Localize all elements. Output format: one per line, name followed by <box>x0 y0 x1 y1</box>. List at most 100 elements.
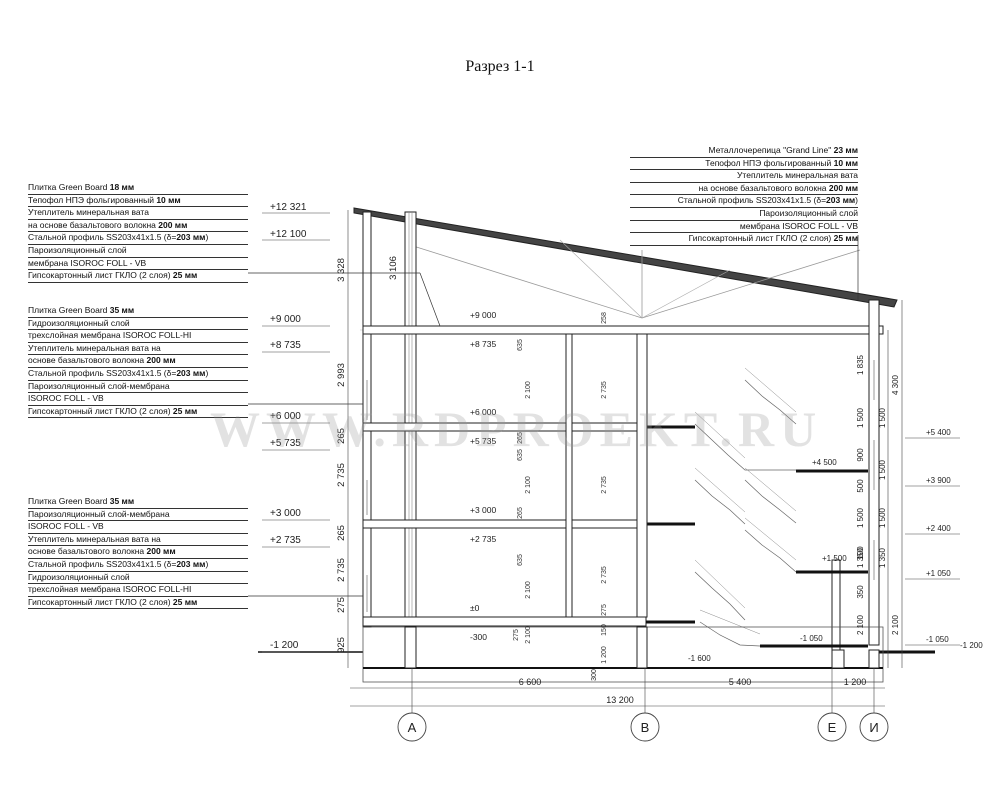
dim-label: 1 500 <box>856 507 865 528</box>
layer-thickness: 18 мм <box>107 182 135 192</box>
layer-row: Утеплитель минеральная вата <box>28 207 248 220</box>
layer-text: Утеплитель минеральная вата <box>28 207 149 218</box>
layer-row: Плитка Green Board 35 мм <box>28 305 248 318</box>
layer-row: Пароизоляционный слой-мембрана <box>28 509 248 522</box>
layer-row: на основе базальтового волокна 200 мм <box>630 183 858 196</box>
layer-suffix: ) <box>855 195 858 206</box>
dim-label: 635 <box>517 339 524 351</box>
level-mark: +3 000 <box>270 508 301 519</box>
layer-text: ISOROC FOLL - VB <box>28 521 104 532</box>
level-mark: +3 900 <box>926 476 951 485</box>
level-mark: +8 735 <box>470 339 497 349</box>
foundation <box>362 626 884 683</box>
dim-total: 13 200 <box>606 695 634 705</box>
layer-row: Гидроизоляционный слой <box>28 318 248 331</box>
layer-row: Гипсокартонный лист ГКЛО (2 слоя) 25 мм <box>28 406 248 419</box>
watermark: WWW.RDPROEKT.RU <box>210 401 823 457</box>
layer-text: Пароизоляционный слой <box>759 207 858 218</box>
layer-text: Гипсокартонный лист ГКЛО (2 слоя) <box>28 596 171 607</box>
layer-row: трехслойная мембрана ISOROC FOLL-HI <box>28 584 248 597</box>
level-mark: ±0 <box>470 603 480 613</box>
layer-text: Металлочерепица "Grand Line" <box>708 145 832 155</box>
drawing-title: Разрез 1-1 <box>465 58 535 75</box>
dim-label: 5 400 <box>729 677 752 687</box>
layer-text: Пароизоляционный слой <box>28 244 127 255</box>
level-mark: +12 321 <box>270 202 307 213</box>
dim-label: 150 <box>601 624 608 636</box>
dim-label: 3 106 <box>388 256 399 280</box>
layer-text: Пароизоляционный слой-мембрана <box>28 508 170 519</box>
layer-row: ISOROC FOLL - VB <box>28 521 248 534</box>
layer-text: Пароизоляционный слой-мембрана <box>28 380 170 391</box>
dim-label: 2 100 <box>891 614 900 635</box>
dim-label: 265 <box>517 507 524 519</box>
layer-text: мембрана ISOROC FOLL - VB <box>739 220 858 231</box>
dim-label: 2 100 <box>525 476 532 494</box>
layer-suffix: ) <box>205 558 209 569</box>
dim-label: 265 <box>517 432 524 444</box>
axis-label: А <box>408 720 417 735</box>
dim-label: 3 328 <box>336 258 347 282</box>
level-mark: +9 000 <box>470 310 497 320</box>
layer-thickness: 200 мм <box>826 182 858 193</box>
dim-label: 275 <box>601 604 608 616</box>
dim-label: 900 <box>856 448 865 462</box>
dim-label: 1 835 <box>856 354 865 375</box>
layer-thickness: 203 мм <box>176 232 206 243</box>
layer-row: Гипсокартонный лист ГКЛО (2 слоя) 25 мм <box>28 270 248 283</box>
layer-row: Плитка Green Board 35 мм <box>28 496 248 509</box>
level-mark: -1 200 <box>960 641 983 650</box>
layer-row: ISOROC FOLL - VB <box>28 393 248 406</box>
level-mark: -300 <box>470 632 487 642</box>
dim-label: 6 600 <box>519 677 542 687</box>
layer-text: на основе базальтового волокна <box>698 182 827 193</box>
dim-label: 2 735 <box>601 476 608 494</box>
layer-row: основе базальтового волокна 200 мм <box>28 546 248 559</box>
layer-text: Утеплитель минеральная вата <box>737 170 858 181</box>
layer-suffix: ) <box>205 367 209 378</box>
dim-label: 4 300 <box>891 374 900 395</box>
level-mark: +9 000 <box>270 314 301 325</box>
layer-thickness: 25 мм <box>831 233 858 244</box>
layer-text: Стальной профиль SS203x41x1.5 (δ= <box>677 195 827 206</box>
layer-row: Утеплитель минеральная вата на <box>28 343 248 356</box>
level-mark: +2 400 <box>926 524 951 533</box>
layer-text: Гидроизоляционный слой <box>28 571 130 582</box>
dim-label: 1 200 <box>844 677 867 687</box>
layer-text: Гипсокартонный лист ГКЛО (2 слоя) <box>28 405 171 416</box>
level-mark: +5 400 <box>926 428 951 437</box>
axis-label: Е <box>828 720 837 735</box>
layer-text: Плитка Green Board <box>28 305 108 315</box>
dim-label: 635 <box>517 449 524 461</box>
layer-text: Утеплитель минеральная вата на <box>28 342 161 353</box>
dim-label: 2 735 <box>336 558 347 582</box>
layer-thickness: 10 мм <box>831 157 858 168</box>
layer-row: Стальной профиль SS203x41x1.5 (δ=203 мм) <box>28 368 248 381</box>
layer-row: Металлочерепица "Grand Line" 23 мм <box>630 145 858 158</box>
layer-thickness: 10 мм <box>153 194 181 205</box>
layer-row: Стальной профиль SS203x41x1.5 (δ=203 мм) <box>28 232 248 245</box>
layer-text: Гидроизоляционный слой <box>28 317 130 328</box>
dim-label: 1 500 <box>878 507 887 528</box>
layer-thickness: 200 мм <box>144 355 176 366</box>
layer-text: Гипсокартонный лист ГКЛО (2 слоя) <box>688 233 832 244</box>
axis-label: В <box>641 720 650 735</box>
layer-thickness: 203 мм <box>176 558 206 569</box>
level-mark: -1 600 <box>688 654 711 663</box>
slab-attic <box>362 325 884 335</box>
dim-label: 2 735 <box>601 566 608 584</box>
dim-label: 275 <box>336 597 347 613</box>
level-mark: +8 735 <box>270 340 301 351</box>
layer-text: трехслойная мембрана ISOROC FOLL-HI <box>28 584 192 595</box>
layer-text: на основе базальтового волокна <box>28 219 156 230</box>
layer-text: Стальной профиль SS203x41x1.5 (δ= <box>28 232 177 243</box>
axis-e-marker <box>817 712 847 742</box>
layer-text: Стальной профиль SS203x41x1.5 (δ= <box>28 367 177 378</box>
layer-row: Стальной профиль SS203x41x1.5 (δ=203 мм) <box>28 559 248 572</box>
layer-row: на основе базальтового волокна 200 мм <box>28 220 248 233</box>
dim-label: 2 735 <box>336 463 347 487</box>
layer-row: Гипсокартонный лист ГКЛО (2 слоя) 25 мм <box>28 597 248 610</box>
dim-label: 1 350 <box>878 547 887 568</box>
